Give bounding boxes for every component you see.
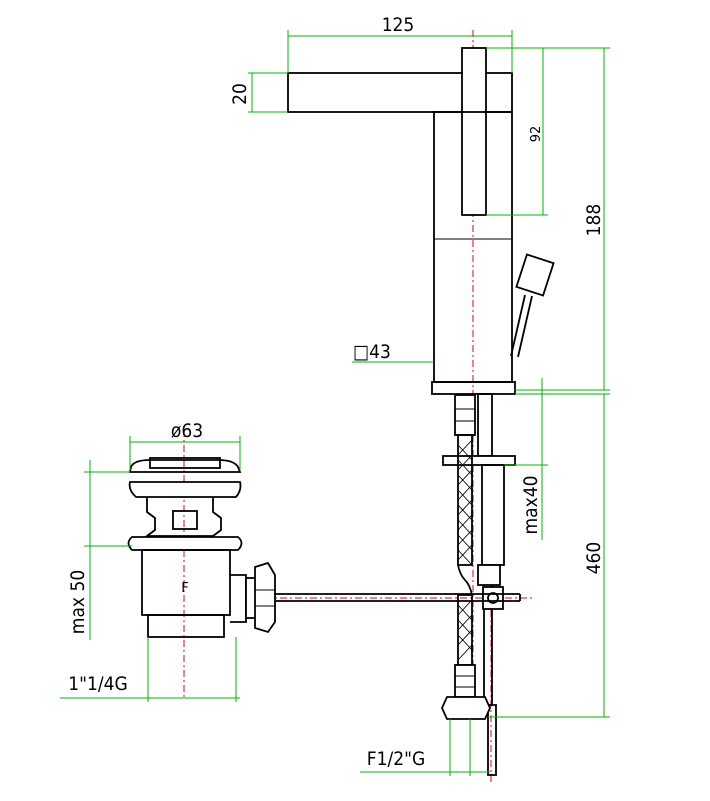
dim-lever-height: 92 <box>529 126 544 143</box>
dim-waste-thread: 1"1/4G <box>68 673 128 695</box>
flexible-hose <box>441 394 491 720</box>
dimension-lines <box>60 30 610 776</box>
dim-body-size: □43 <box>353 341 391 363</box>
waste-marking: F <box>181 581 188 596</box>
dim-total-height: 188 <box>583 204 605 237</box>
dim-waste-height: max 50 <box>67 570 89 634</box>
popup-waste <box>127 457 521 638</box>
dim-hose-length: 460 <box>583 542 605 575</box>
dim-connection-thread: F1/2"G <box>367 748 425 770</box>
dim-spout-height: 20 <box>229 83 251 105</box>
dimension-labels: 125 20 92 188 □43 ø63 max40 460 max 50 1… <box>67 14 605 770</box>
faucet-body <box>287 47 555 395</box>
dim-waste-diameter: ø63 <box>171 420 203 442</box>
fixing-assembly <box>442 393 516 776</box>
dim-spout-length: 125 <box>382 14 415 36</box>
dim-max-thickness: max40 <box>520 476 542 535</box>
